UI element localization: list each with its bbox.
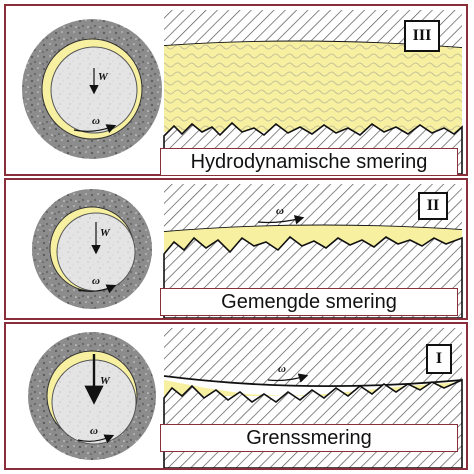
panel-boundary: W ω ω I Grenssmering — [4, 322, 468, 470]
rotation-symbol: ω — [90, 425, 98, 437]
rotation-arrow-icon — [257, 215, 305, 225]
rotation-symbol: ω — [278, 363, 286, 375]
load-symbol: W — [98, 71, 109, 83]
regime-number-badge: III — [404, 20, 440, 52]
panel-mixed: W ω ω II Gemengde smering — [4, 178, 468, 320]
load-symbol: W — [100, 227, 111, 239]
rotation-arrow-icon — [77, 284, 117, 294]
rotation-symbol: ω — [92, 275, 100, 287]
rotation-arrow-icon — [77, 434, 115, 444]
load-symbol: W — [100, 375, 111, 387]
bearing-cross-section-icon — [22, 19, 162, 159]
rotation-arrow-icon — [73, 124, 117, 134]
regime-number-badge: II — [418, 192, 448, 220]
panel-hydrodynamic: W ω III Hydrodynamische smering — [4, 4, 468, 176]
regime-label: Gemengde smering — [160, 288, 458, 316]
regime-label: Grenssmering — [160, 424, 458, 452]
regime-label: Hydrodynamische smering — [160, 148, 458, 176]
rotation-arrow-icon — [267, 373, 309, 383]
lubricant-film — [164, 41, 462, 132]
hatched-surface-icon — [163, 328, 463, 388]
regime-number-badge: I — [426, 344, 452, 374]
rotation-symbol: ω — [276, 205, 284, 217]
rotation-symbol: ω — [92, 115, 100, 127]
